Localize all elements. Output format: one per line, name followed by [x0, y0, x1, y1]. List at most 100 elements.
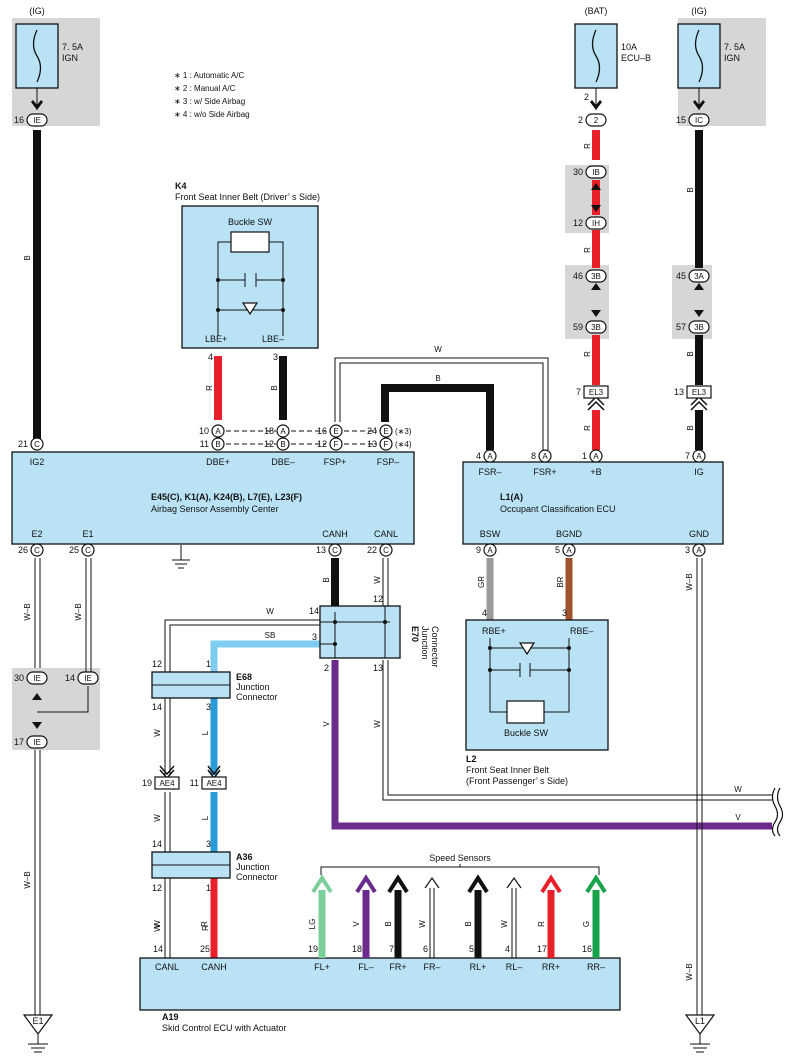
wire-label-l_e68: L	[201, 730, 210, 735]
pin-number: 14	[309, 606, 319, 616]
pin-number: 4	[476, 451, 481, 461]
terminal-label: FL–	[358, 962, 374, 972]
arrow-up-icon	[506, 876, 522, 889]
terminal-fsp-minus: FSP–	[377, 457, 400, 467]
component-occupant-ecu: L1(A) Occupant Classification ECU FSR– F…	[462, 461, 724, 545]
pin-number: 59	[573, 322, 583, 332]
connector-a10: A10	[199, 424, 225, 438]
terminal-label: CANL	[155, 962, 179, 972]
terminal-label: RL–	[506, 962, 523, 972]
pin-lbe-plus: LBE+	[205, 334, 227, 344]
wire-fsp-minus	[381, 384, 494, 450]
terminal-label: FR+	[389, 962, 406, 972]
connector-code: IE	[84, 674, 92, 683]
component-id: E45(C), K1(A), K24(B), L7(E), L23(F)	[151, 492, 302, 502]
connector-c21: C21	[18, 437, 44, 451]
connector-chevrons	[31, 100, 705, 110]
component-name: Connector	[236, 692, 278, 702]
wire-label: W	[153, 920, 162, 928]
pin-number: 2	[584, 92, 589, 102]
wire-fsp-plus-a	[334, 357, 549, 450]
pin-number: 13	[373, 663, 383, 673]
connector-a8: A8	[531, 449, 552, 463]
wire-label-v_right: V	[735, 813, 741, 822]
wire-label-dbe_plus: R	[205, 385, 214, 391]
note-2: ∗ 2 : Manual A/C	[174, 84, 236, 93]
pin-number: 22	[367, 545, 377, 555]
terminal-bsw: BSW	[480, 529, 501, 539]
connector-b11: B 11	[200, 437, 225, 451]
a19-terminal-7: RL–4W	[500, 876, 523, 972]
pin-number: 13	[367, 439, 377, 449]
pin-number: 3	[206, 839, 211, 849]
connector-code: B	[215, 440, 220, 449]
terminal-ig2: IG2	[30, 457, 45, 467]
component-e70: 14 12 3 2 13 E70 Junction Connector	[309, 594, 440, 673]
wire-label-w_top: W	[266, 607, 274, 616]
terminal-label: RR+	[542, 962, 560, 972]
connector-a9: A9	[476, 543, 497, 557]
connector-code: C	[85, 546, 91, 555]
terminal-dbe-minus: DBE–	[271, 457, 295, 467]
terminal-fsr-minus: FSR–	[478, 467, 501, 477]
connector-code: 3B	[591, 323, 601, 332]
component-name: Connector	[236, 872, 278, 882]
switch-label: Buckle SW	[504, 728, 549, 738]
component-id: L2	[466, 754, 477, 764]
connector-code: AE4	[159, 779, 175, 788]
connector-code: A	[696, 546, 702, 555]
connector-code: IC	[695, 116, 703, 125]
wire-label: V	[352, 921, 361, 927]
pin-number: 3	[562, 608, 567, 618]
speed-sensors-label: Speed Sensors	[429, 853, 491, 863]
fuse-bat: 10A ECU–B	[574, 23, 651, 89]
note-4: ∗ 4 : w/o Side Airbag	[174, 110, 250, 119]
component-a36: 14 3 12 1 A36 Junction Connector	[151, 839, 278, 893]
pin-number: 11	[200, 439, 209, 449]
component-id: E68	[236, 672, 252, 682]
component-e68: 12 1 14 3 E68 Junction Connector	[151, 659, 278, 712]
arrow-up-icon	[387, 874, 409, 894]
pin-number: 17	[537, 944, 547, 954]
pin-rbe-plus: RBE+	[482, 626, 506, 636]
connector-c13: C13	[316, 543, 342, 557]
pin-number: 16	[317, 426, 327, 436]
wire-label-v_mid: V	[322, 721, 331, 727]
arrow-up-icon	[311, 874, 333, 894]
connector-b12: B12	[264, 437, 290, 451]
connector-b59: 3B 59	[573, 320, 607, 334]
wire-label-e1: W–B	[74, 603, 83, 620]
fuse-icon	[694, 29, 704, 83]
terminal-e2: E2	[31, 529, 42, 539]
wire-label: W	[418, 920, 427, 928]
terminal-fsr-plus: FSR+	[533, 467, 556, 477]
pin-number: 3	[312, 632, 317, 642]
pin-rbe-minus: RBE–	[570, 626, 594, 636]
wire-label-w_e68: W	[153, 729, 162, 737]
wire-label-sb: SB	[265, 631, 276, 640]
pin-number: 30	[14, 673, 24, 683]
splice-arrows	[32, 183, 704, 729]
fuse-name: IGN	[724, 53, 740, 63]
component-name: Junction	[236, 862, 270, 872]
diode-icon	[241, 302, 259, 316]
source-ig-right: (IG)	[691, 6, 707, 16]
connector-code: 3A	[694, 272, 704, 281]
a19-terminals: CANL14WCANH25RFL+19LGFL–18VFR+7BFR–6WRL+…	[153, 874, 607, 972]
terminal-ig: IG	[694, 467, 704, 477]
wire-label-ig_right_b3: B	[686, 425, 695, 430]
pin-number: 12	[152, 659, 162, 669]
component-name: Front Seat Inner Belt (Driver’ s Side)	[175, 192, 320, 202]
pin-number: 19	[142, 778, 152, 788]
connector-code: A	[542, 452, 548, 461]
component-name: Front Seat Inner Belt	[466, 765, 550, 775]
connector-code: A	[280, 427, 286, 436]
pin-number: 16	[582, 944, 592, 954]
component-id: A19	[162, 1012, 179, 1022]
connector-code: C	[383, 546, 389, 555]
pin-number: 13	[316, 545, 326, 555]
